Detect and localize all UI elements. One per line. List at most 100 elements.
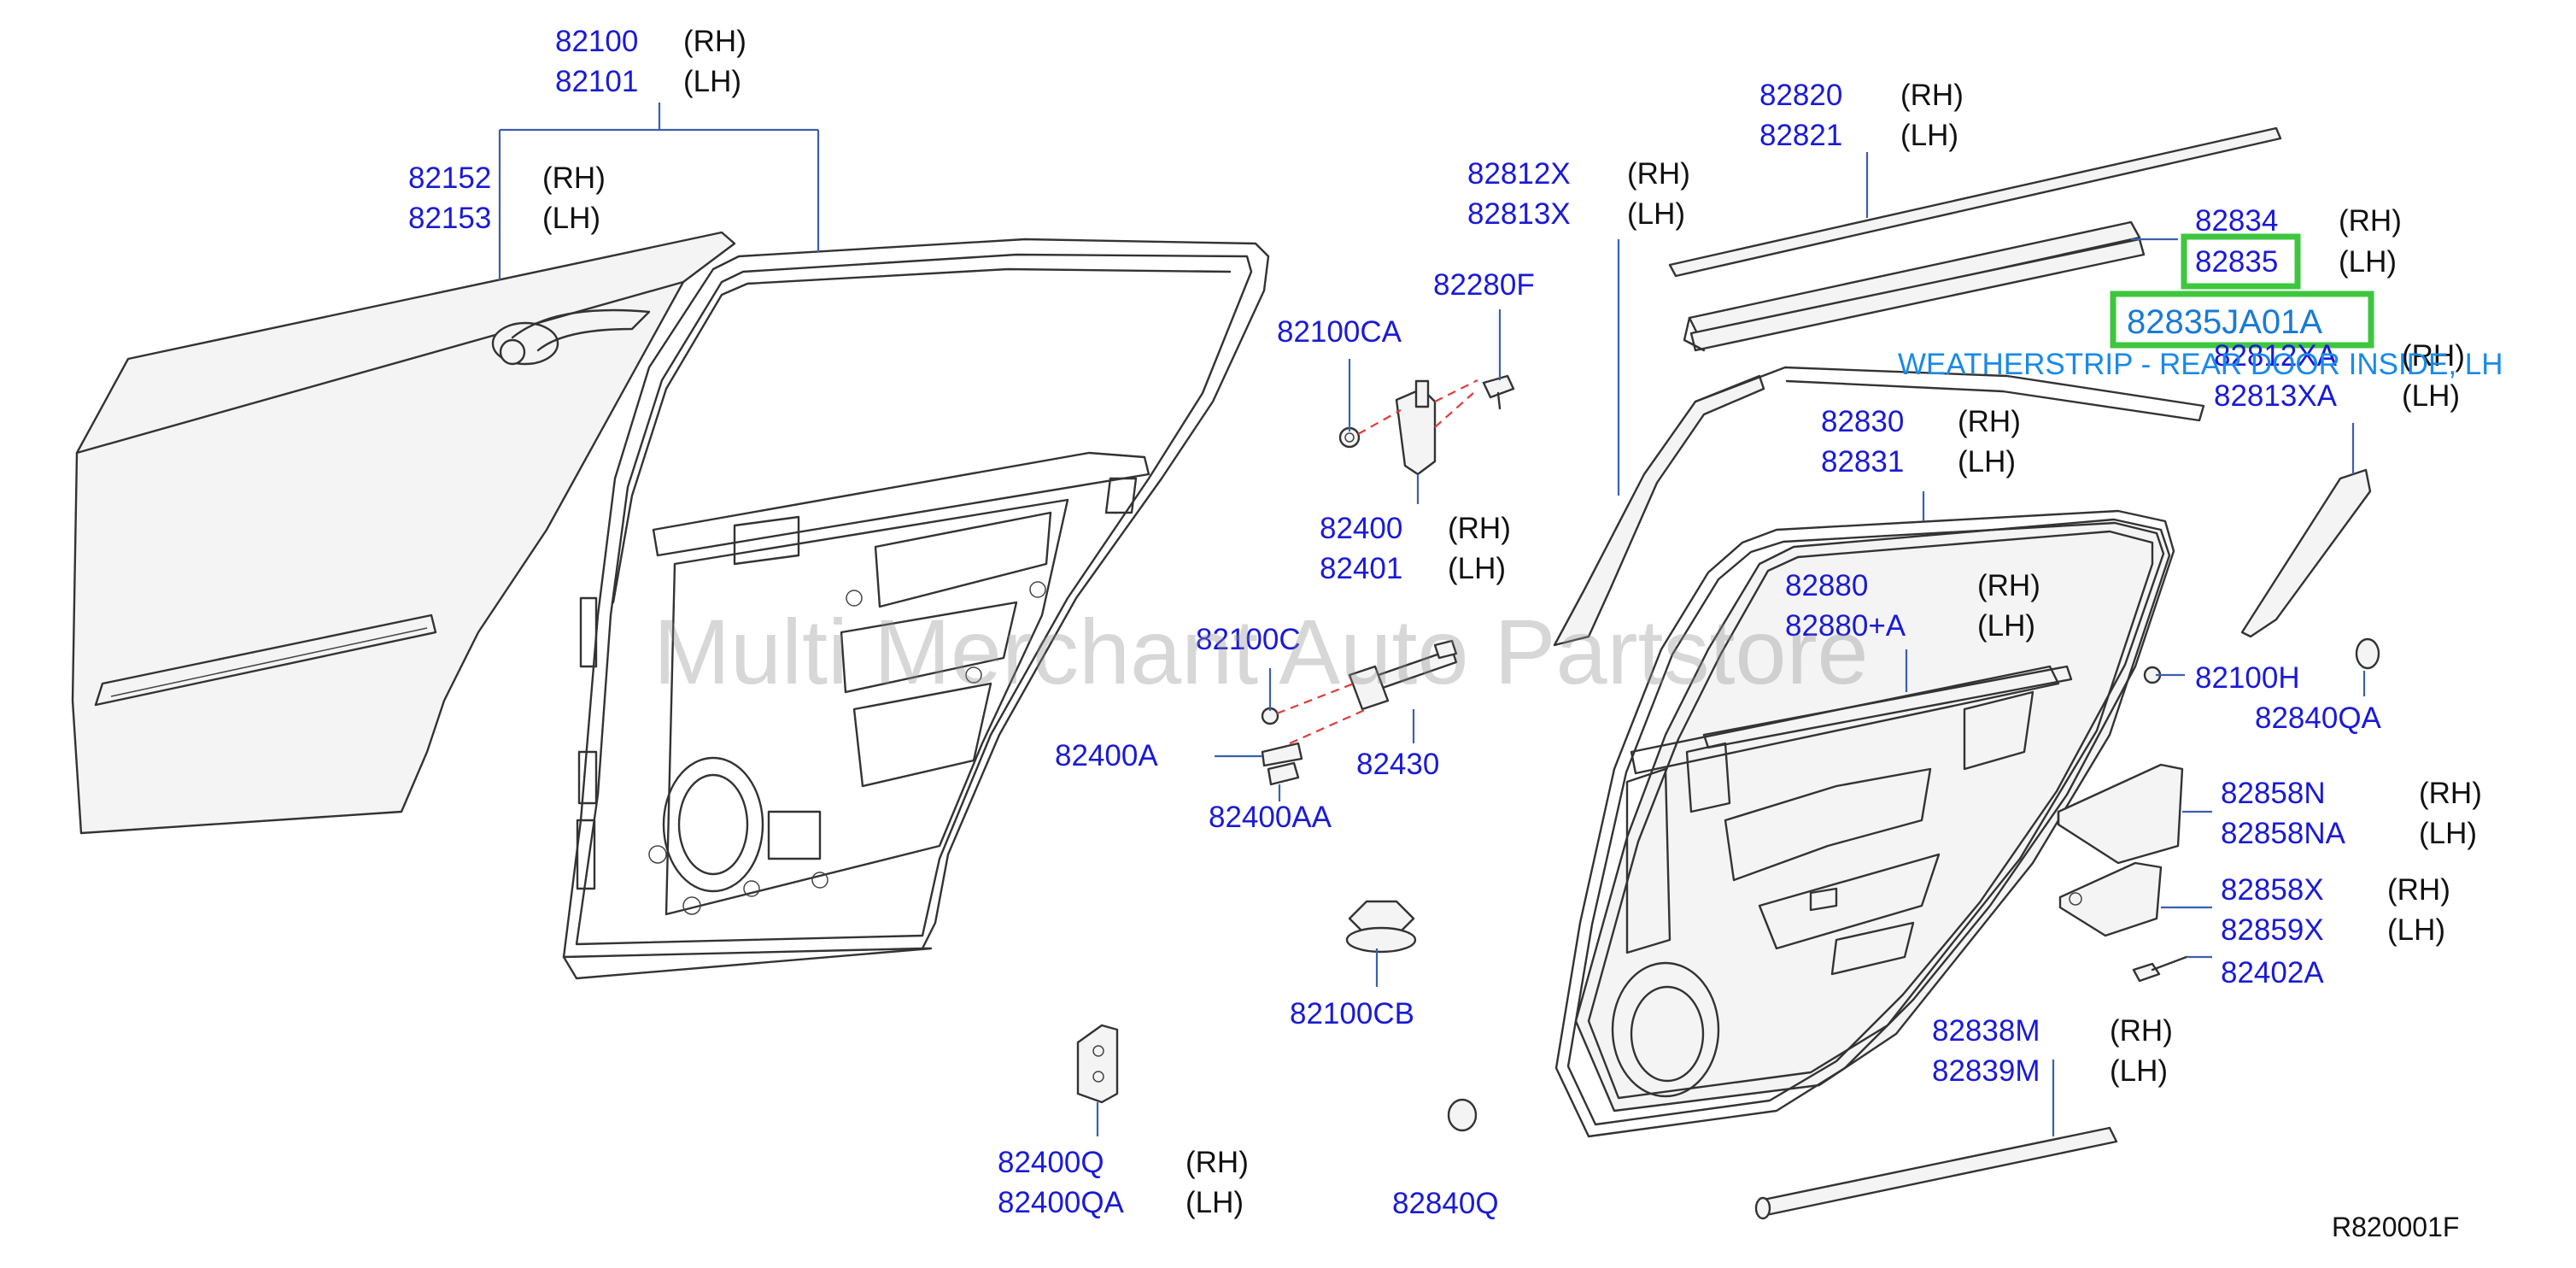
part-number-82401[interactable]: 82401	[1320, 552, 1402, 585]
part-number-82400a[interactable]: 82400A	[1055, 739, 1158, 772]
selected-part-number[interactable]: 82835JA01A	[2127, 303, 2322, 341]
part-number-82430[interactable]: 82430	[1356, 748, 1439, 781]
striker	[1076, 1024, 1119, 1104]
part-number-82812x[interactable]: 82812X	[1467, 157, 1571, 191]
callout-82401[interactable]: 82401 (LH)	[1320, 552, 1506, 585]
side-82400q: (RH)	[1186, 1146, 1249, 1179]
part-number-82834[interactable]: 82834	[2195, 204, 2278, 238]
callout-82840qa[interactable]: 82840QA	[2255, 702, 2382, 735]
part-number-82813x[interactable]: 82813X	[1467, 197, 1571, 231]
part-number-82840q[interactable]: 82840Q	[1392, 1187, 1499, 1220]
side-82821: (LH)	[1900, 119, 1958, 152]
part-number-82838m[interactable]: 82838M	[1932, 1014, 2040, 1048]
selected-part-box	[2110, 291, 2374, 349]
part-number-82859x[interactable]: 82859X	[2221, 913, 2324, 947]
callout-82831[interactable]: 82831 (LH)	[1821, 445, 2016, 478]
callout-82152[interactable]: 82152 (RH)	[408, 161, 606, 195]
outer-door-panel	[71, 231, 736, 835]
callout-82820[interactable]: 82820 (RH)	[1759, 79, 1964, 112]
side-82153: (LH)	[542, 202, 600, 235]
side-82812xa: (RH)	[2402, 339, 2465, 373]
callout-82400q[interactable]: 82400Q (RH)	[998, 1146, 1249, 1179]
callout-82830[interactable]: 82830 (RH)	[1821, 405, 2021, 438]
callout-82400qa[interactable]: 82400QA (LH)	[998, 1186, 1244, 1219]
side-82834: (RH)	[2339, 204, 2402, 238]
callout-82813x[interactable]: 82813X (LH)	[1467, 197, 1685, 231]
callout-82812xa[interactable]: 82812XA (RH)	[2214, 339, 2465, 373]
part-number-82858na[interactable]: 82858NA	[2221, 817, 2346, 850]
part-number-82880[interactable]: 82880	[1785, 569, 1868, 602]
callout-82858n[interactable]: 82858N (RH)	[2221, 777, 2482, 810]
callout-82834[interactable]: 82834 (RH)	[2195, 204, 2402, 238]
leader-lines	[498, 103, 2366, 1136]
part-number-82100cb[interactable]: 82100CB	[1290, 997, 1414, 1030]
callout-82280f[interactable]: 82280F	[1433, 268, 1535, 302]
part-number-82280f[interactable]: 82280F	[1433, 268, 1535, 302]
side-82813x: (LH)	[1627, 197, 1685, 231]
callout-82100[interactable]: 82100 (RH)	[555, 25, 746, 58]
callout-82813xa[interactable]: 82813XA (LH)	[2214, 379, 2460, 413]
callout-82838m[interactable]: 82838M (RH)	[1932, 1014, 2173, 1048]
part-number-82840qa[interactable]: 82840QA	[2255, 702, 2382, 735]
part-number-82858n[interactable]: 82858N	[2221, 777, 2326, 810]
selected-part-description: WEATHERSTRIP - REAR DOOR INSIDE, LH	[1898, 348, 2503, 381]
callout-82400aa[interactable]: 82400AA	[1209, 801, 1332, 834]
callout-82858x[interactable]: 82858X (RH)	[2221, 873, 2450, 907]
callout-82839m[interactable]: 82839M (LH)	[1932, 1054, 2168, 1088]
part-number-82152[interactable]: 82152	[408, 161, 491, 195]
callout-82858na[interactable]: 82858NA (LH)	[2221, 817, 2477, 850]
callout-82100h[interactable]: 82100H	[2195, 661, 2300, 695]
callout-82835[interactable]: 82835 (LH)	[2181, 233, 2397, 290]
part-number-82830[interactable]: 82830	[1821, 405, 1904, 438]
callout-82400a[interactable]: 82400A	[1055, 739, 1158, 772]
part-number-82858x[interactable]: 82858X	[2221, 873, 2324, 907]
selected-part-popup[interactable]: 82835JA01A	[2110, 291, 2374, 349]
sash-molding	[1553, 366, 2205, 647]
part-number-82812xa[interactable]: 82812XA	[2214, 339, 2338, 373]
callout-82821[interactable]: 82821 (LH)	[1759, 119, 1958, 152]
side-82400qa: (LH)	[1186, 1186, 1244, 1219]
callout-82100c[interactable]: 82100C	[1196, 623, 1301, 656]
side-82880a: (LH)	[1977, 609, 2035, 643]
part-number-82100c[interactable]: 82100C	[1196, 623, 1301, 656]
part-number-82402a[interactable]: 82402A	[2221, 956, 2324, 989]
door-check-link	[1261, 639, 1458, 786]
callout-82812x[interactable]: 82812X (RH)	[1467, 157, 1690, 191]
inner-door-panel	[562, 238, 1270, 980]
callout-82859x[interactable]: 82859X (LH)	[2221, 913, 2445, 947]
lower-molding	[1758, 1126, 2118, 1217]
callout-82430[interactable]: 82430	[1356, 748, 1439, 781]
callout-82153[interactable]: 82153 (LH)	[408, 202, 600, 235]
callout-82880a[interactable]: 82880+A (LH)	[1785, 609, 2035, 643]
part-number-82821[interactable]: 82821	[1759, 119, 1842, 152]
callout-82400[interactable]: 82400 (RH)	[1320, 512, 1511, 545]
side-82831: (LH)	[1958, 445, 2016, 478]
part-number-82100[interactable]: 82100	[555, 25, 638, 58]
side-82835: (LH)	[2339, 245, 2397, 279]
part-number-82400[interactable]: 82400	[1320, 512, 1402, 545]
part-number-82101[interactable]: 82101	[555, 65, 638, 98]
plug	[1447, 1098, 1478, 1132]
part-number-82400q[interactable]: 82400Q	[998, 1146, 1104, 1179]
part-number-82880a[interactable]: 82880+A	[1785, 609, 1906, 643]
side-82813xa: (LH)	[2402, 379, 2460, 413]
part-number-82100h[interactable]: 82100H	[2195, 661, 2300, 695]
part-number-82400aa[interactable]: 82400AA	[1209, 801, 1332, 834]
part-number-82153[interactable]: 82153	[408, 202, 491, 235]
part-number-82820[interactable]: 82820	[1759, 79, 1842, 112]
callout-82100ca[interactable]: 82100CA	[1277, 315, 1402, 349]
callout-82101[interactable]: 82101 (LH)	[555, 65, 741, 98]
callout-82100cb[interactable]: 82100CB	[1290, 997, 1414, 1030]
part-number-82835[interactable]: 82835	[2195, 245, 2278, 279]
part-number-82813xa[interactable]: 82813XA	[2214, 379, 2338, 413]
callout-82402a[interactable]: 82402A	[2221, 956, 2324, 989]
side-82812x: (RH)	[1627, 157, 1690, 191]
part-number-82839m[interactable]: 82839M	[1932, 1054, 2040, 1088]
upper-hinge	[1338, 374, 1515, 476]
callout-82880[interactable]: 82880 (RH)	[1785, 569, 2040, 602]
part-number-82100ca[interactable]: 82100CA	[1277, 315, 1402, 349]
callout-82840q[interactable]: 82840Q	[1392, 1187, 1499, 1220]
part-number-82400qa[interactable]: 82400QA	[998, 1186, 1125, 1219]
part-number-82831[interactable]: 82831	[1821, 445, 1904, 478]
